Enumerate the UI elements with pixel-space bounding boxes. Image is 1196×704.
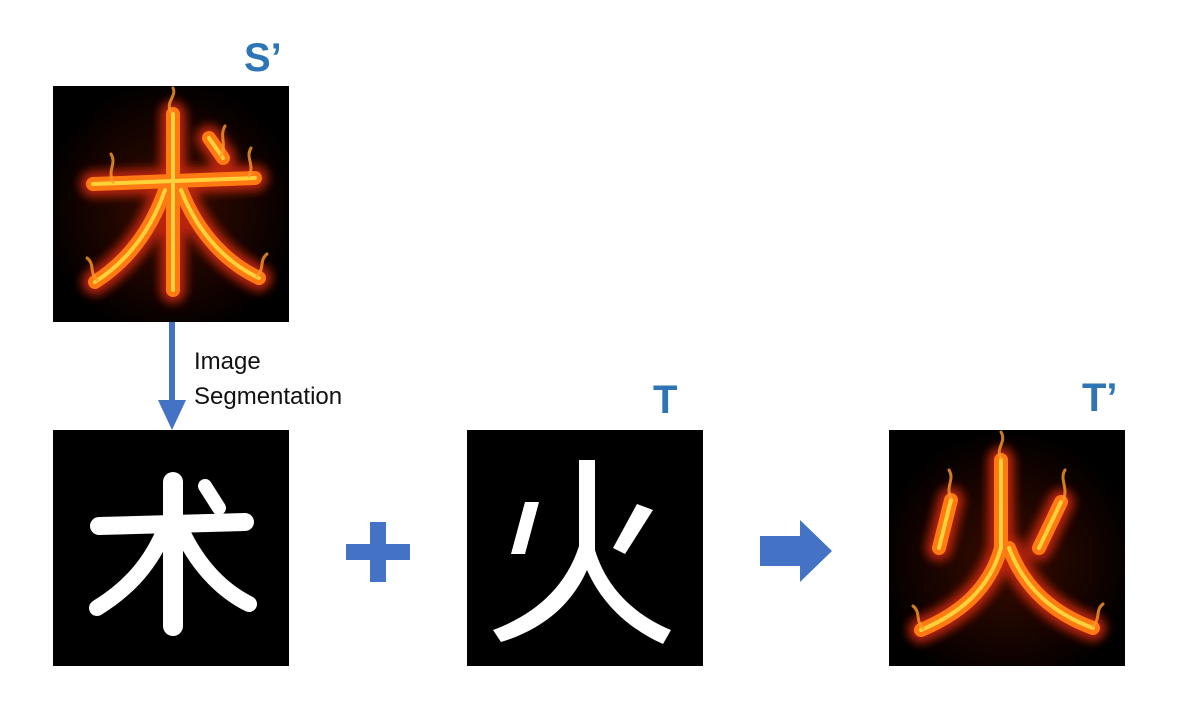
mask-glyph bbox=[89, 472, 257, 636]
segmentation-mask-image bbox=[53, 430, 289, 666]
step-label-segmentation: Image Segmentation bbox=[194, 344, 342, 414]
arrow-right-icon bbox=[760, 520, 832, 582]
fire-glyph-target bbox=[908, 430, 1106, 643]
step-label-line2: Segmentation bbox=[194, 383, 343, 410]
label-s-prime: S’ bbox=[244, 36, 282, 80]
target-glyph bbox=[493, 460, 671, 644]
fire-glyph-source bbox=[80, 86, 272, 303]
step-label-line1: Image bbox=[194, 348, 261, 375]
target-plain-image bbox=[467, 430, 703, 666]
arrow-down-icon bbox=[158, 322, 186, 430]
source-styled-image bbox=[53, 86, 289, 322]
plus-icon bbox=[346, 522, 410, 582]
label-t: T bbox=[653, 378, 678, 422]
label-t-prime: T’ bbox=[1082, 376, 1118, 420]
target-styled-image bbox=[889, 430, 1125, 666]
